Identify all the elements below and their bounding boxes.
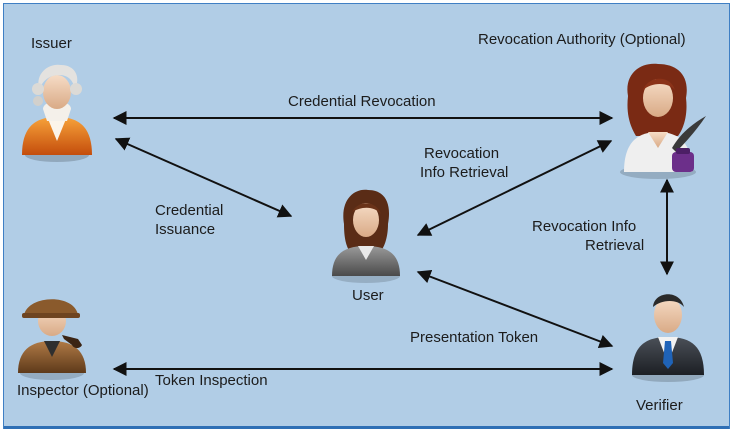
user-label: User (352, 287, 384, 304)
revocation-info-retrieval-user-label-1: Revocation (424, 145, 500, 162)
revocation-authority-icon (620, 63, 706, 179)
revocation-info-retrieval-verifier-label-2: Retrieval (585, 237, 645, 254)
arrow-credential-issuance (114, 137, 293, 218)
token-inspection-label: Token Inspection (155, 372, 268, 389)
inspector-label: Inspector (Optional) (17, 382, 149, 399)
revocation-info-retrieval-verifier-label-1: Revocation Info (532, 218, 637, 235)
credential-issuance-label-2: Issuance (155, 221, 216, 238)
revocation-info-retrieval-user-label-2: Info Retrieval (420, 164, 509, 181)
issuer-label: Issuer (31, 35, 72, 52)
arrow-presentation-token (416, 269, 614, 349)
credential-issuance-label-1: Credential (155, 202, 224, 219)
arrow-revocation-info-retrieval-user (416, 140, 613, 236)
revocation-authority-label: Revocation Authority (Optional) (478, 31, 686, 48)
verifier-label: Verifier (636, 397, 683, 414)
credential-revocation-label: Credential Revocation (288, 93, 436, 110)
user-icon (332, 189, 400, 283)
issuer-icon (22, 64, 92, 162)
verifier-icon (632, 294, 704, 382)
inspector-icon (18, 299, 86, 380)
presentation-token-label: Presentation Token (410, 329, 539, 346)
